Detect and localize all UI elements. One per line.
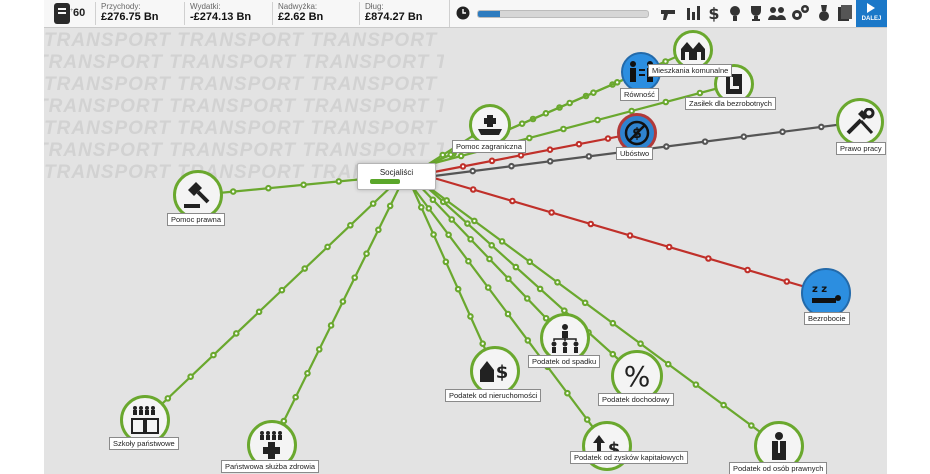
- link-spadek: [413, 179, 566, 339]
- gears-icon[interactable]: [790, 3, 810, 23]
- label-podatek-od-spadku: Podatek od spadku: [528, 355, 601, 368]
- debt-label: Dług:: [365, 2, 384, 11]
- label-podatek-dochodowy: Podatek dochodowy: [598, 393, 674, 406]
- label-bezrobocie: Bezrobocie: [804, 312, 850, 325]
- next-turn-button[interactable]: DALEJ: [856, 0, 887, 27]
- background-transport-text: TRANSPORT TRANSPORT TRANSPORT TRANSPORT …: [44, 30, 444, 220]
- lightbulb-icon[interactable]: [725, 3, 745, 23]
- turn-timer: [449, 0, 655, 27]
- clock-icon: [456, 6, 470, 20]
- link-zdrowie: [271, 181, 403, 446]
- sleeping-person-icon: z z: [812, 284, 841, 303]
- link-bezrobocie: [433, 176, 827, 295]
- play-icon: [867, 3, 875, 13]
- turn-progress-bar: [477, 10, 649, 18]
- property-tax-icon: $: [480, 361, 509, 383]
- background-text-row: TRANSPORT TRANSPORT TRANSPORT TRANSPORT …: [44, 30, 444, 51]
- link-ubostwo: [433, 131, 638, 174]
- svg-text:$: $: [496, 362, 509, 383]
- surplus-label: Nadwyżka:: [278, 2, 318, 11]
- gavel-icon: [184, 182, 210, 208]
- label-rownosc: Równość: [620, 88, 659, 101]
- debt-stat[interactable]: Dług: £874.27 Bn: [359, 2, 450, 25]
- node-prawo-pracy[interactable]: [836, 98, 884, 146]
- school-icon: [131, 406, 159, 434]
- background-text-row: TRANSPORT TRANSPORT TRANSPORT TRANSPORT …: [44, 162, 444, 183]
- node-podatek-od-spadku[interactable]: [540, 313, 590, 363]
- foreign-aid-icon: [478, 115, 502, 135]
- background-text-row: TRANSPORT TRANSPORT TRANSPORT TRANSPORT …: [44, 52, 444, 73]
- link-szkoly: [144, 181, 397, 421]
- label-podatek-od-nieruchomosci: Podatek od nieruchomości: [445, 389, 542, 402]
- svg-text:%: %: [624, 361, 651, 391]
- businessman-icon: [772, 432, 786, 460]
- label-szkoly-panstwowe: Szkoły państwowe: [109, 437, 179, 450]
- background-text-row: TRANSPORT TRANSPORT TRANSPORT TRANSPORT …: [44, 140, 444, 161]
- label-prawo-pracy: Prawo pracy: [836, 142, 886, 155]
- expenses-stat[interactable]: Wydatki: -£274.13 Bn: [184, 2, 272, 25]
- unemployment-benefit-icon: [726, 74, 742, 94]
- medal-icon[interactable]: [814, 3, 834, 23]
- group-label: Socjaliści: [379, 168, 414, 177]
- political-capital[interactable]: + 60: [48, 2, 90, 25]
- gun-icon[interactable]: [659, 3, 679, 23]
- label-podatek-od-zyskow: Podatek od zysków kapitałowych: [570, 451, 688, 464]
- label-mieszkania-komunalne: Mieszkania komunalne: [648, 64, 733, 77]
- income-value: £276.75 Bn: [101, 11, 159, 23]
- expenses-label: Wydatki:: [190, 2, 221, 11]
- plus-icon: +: [70, 8, 74, 14]
- documents-icon[interactable]: [835, 3, 855, 23]
- family-tree-icon: [551, 324, 579, 353]
- expenses-value: -£274.13 Bn: [190, 11, 252, 23]
- bar-chart-icon[interactable]: [684, 3, 704, 23]
- link-pomoc-prawna: [197, 176, 375, 197]
- people-icon[interactable]: [767, 3, 787, 23]
- svg-text:$: $: [708, 4, 719, 23]
- poverty-icon: $: [624, 120, 650, 146]
- background-text-row: TRANSPORT TRANSPORT TRANSPORT TRANSPORT …: [44, 118, 444, 139]
- background-text-row: TRANSPORT TRANSPORT TRANSPORT TRANSPORT …: [44, 96, 444, 117]
- dollar-icon[interactable]: $: [704, 3, 724, 23]
- svg-text:z z: z z: [812, 284, 827, 295]
- link-osoby-prawne: [418, 179, 780, 447]
- background-text-row: TRANSPORT TRANSPORT TRANSPORT TRANSPORT …: [44, 74, 444, 95]
- income-stat[interactable]: Przychody: £276.75 Bn: [95, 2, 181, 25]
- connection-network: [144, 48, 861, 447]
- top-bar: + 60 Przychody: £276.75 Bn Wydatki: -£27…: [44, 0, 887, 28]
- game-view: TRANSPORT TRANSPORT TRANSPORT TRANSPORT …: [44, 0, 887, 474]
- node-ubostwo[interactable]: $: [617, 113, 657, 153]
- label-podatek-od-osob-prawnych: Podatek od osób prawnych: [729, 462, 828, 474]
- label-ubostwo: Ubóstwo: [616, 147, 654, 160]
- surplus-value: £2.62 Bn: [278, 11, 324, 23]
- link-nieruchomosci: [407, 179, 497, 372]
- surplus-stat[interactable]: Nadwyżka: £2.62 Bn: [272, 2, 358, 25]
- group-socialists[interactable]: Socjaliści: [357, 163, 436, 190]
- link-dochodowy: [418, 179, 638, 377]
- node-mieszkania-komunalne[interactable]: [673, 30, 713, 70]
- political-capital-value: 60: [73, 7, 86, 19]
- label-panstwowa-sluzba-zdrowia: Państwowa służba zdrowia: [221, 460, 320, 473]
- health-service-icon: [260, 431, 282, 459]
- income-label: Przychody:: [101, 2, 141, 11]
- turn-progress-fill: [478, 11, 501, 17]
- percent-icon: %: [624, 361, 651, 391]
- link-zyski: [408, 181, 608, 447]
- debt-value: £874.27 Bn: [365, 11, 423, 23]
- label-pomoc-zagraniczna: Pomoc zagraniczna: [452, 140, 526, 153]
- next-turn-label: DALEJ: [861, 16, 882, 22]
- label-pomoc-prawna: Pomoc prawna: [167, 213, 226, 226]
- label-zasilek: Zasiłek dla bezrobotnych: [685, 97, 776, 110]
- houses-icon: [681, 42, 705, 60]
- node-bezrobocie[interactable]: z z: [801, 268, 851, 318]
- node-pomoc-zagraniczna[interactable]: [469, 104, 511, 146]
- fist-icon: [54, 3, 70, 24]
- trophy-icon[interactable]: [746, 3, 766, 23]
- tools-icon: [846, 108, 875, 135]
- group-support-bar: [370, 179, 400, 184]
